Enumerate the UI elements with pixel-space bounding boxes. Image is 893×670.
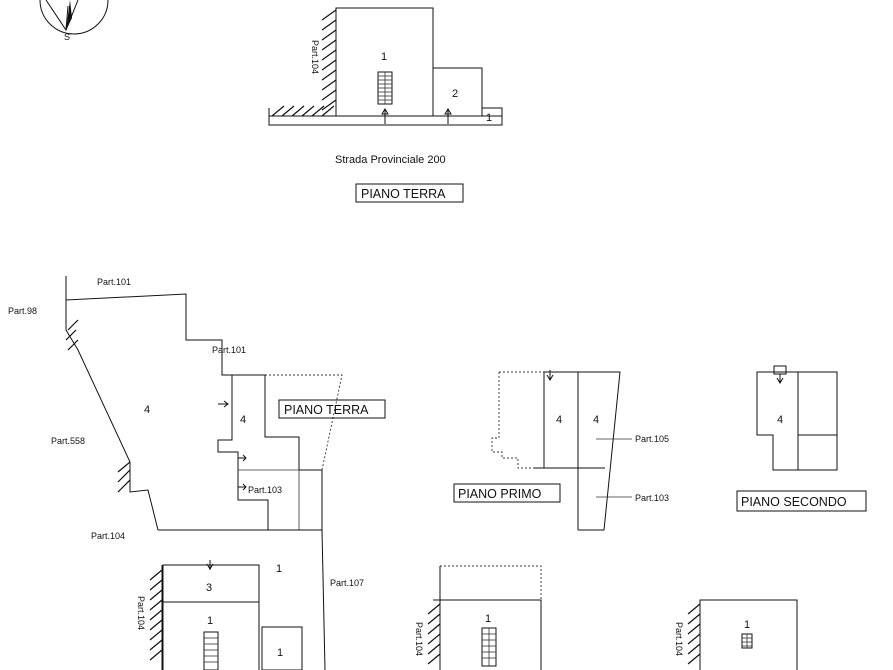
first-floor-box-label: PIANO PRIMO	[458, 487, 542, 501]
stairs-icon	[203, 631, 219, 670]
bottom-middle-unit-label: 1	[485, 613, 491, 625]
second-floor-box	[736, 490, 867, 512]
top-unit-1-label: 1	[381, 51, 387, 63]
compass-south-label: S	[64, 32, 70, 42]
second-floor-plan: 4 PIANO SECONDO	[736, 365, 867, 512]
second-unit-4-label: 4	[777, 414, 783, 426]
first-parcel-103-label: Part.103	[635, 493, 669, 503]
site-lower-hatch	[149, 565, 163, 670]
parcel-101-mid-label: Part.101	[212, 345, 246, 355]
bottom-right-plan: 1 Part.104	[674, 599, 798, 670]
first-parcel-105-label: Part.105	[635, 434, 669, 444]
top-floor-box	[355, 183, 464, 203]
top-unit-1b-label: 1	[486, 112, 492, 124]
site-unit-1c-label: 1	[277, 647, 283, 659]
second-floor-box-label: PIANO SECONDO	[741, 495, 847, 509]
site-unit-1b-label: 1	[207, 615, 213, 627]
bottom-right-hatch	[687, 603, 701, 665]
top-unit-2-label: 2	[452, 88, 458, 100]
parcel-107-label: Part.107	[330, 578, 364, 588]
entrance-arrow-icon	[381, 108, 452, 124]
bottom-right-parcel-label: Part.104	[674, 622, 684, 656]
site-unit-1-label: 1	[276, 563, 282, 575]
parcel-103-label: Part.103	[248, 485, 282, 495]
top-parcel-label: Part.104	[310, 40, 320, 74]
site-wall-hatch	[65, 319, 131, 493]
bottom-middle-plan: 1 Part.104	[414, 565, 542, 670]
parcel-101-top-label: Part.101	[97, 277, 131, 287]
stairs-icon	[741, 633, 753, 649]
top-plan-wall-hatch	[271, 8, 337, 117]
site-floor-box	[278, 399, 386, 419]
first-floor-plan: 4 4 Part.105 Part.103 PIANO PRIMO	[453, 370, 669, 531]
site-unit-4-label: 4	[144, 404, 150, 416]
site-plan: 4 4 1 3 1 1 Part.101 Part.98 Part.101 Pa…	[8, 276, 386, 670]
bottom-middle-hatch	[427, 603, 441, 665]
road-label: Strada Provinciale 200	[335, 154, 446, 166]
top-plan: 1 2 1 Part.104 Strada Provinciale 200 PI…	[268, 7, 503, 203]
stairs-icon	[481, 627, 497, 667]
parcel-104-label: Part.104	[91, 531, 125, 541]
first-floor-box	[453, 483, 561, 503]
compass-rose: S	[39, 0, 109, 42]
parcel-558-label: Part.558	[51, 436, 85, 446]
site-floor-box-label: PIANO TERRA	[284, 403, 369, 417]
first-unit-4-label: 4	[556, 414, 562, 426]
stairs-icon	[377, 71, 393, 105]
bottom-middle-parcel-label: Part.104	[414, 622, 424, 656]
top-floor-box-label: PIANO TERRA	[361, 187, 446, 201]
first-unit-4b-label: 4	[593, 414, 599, 426]
site-unit-4b-label: 4	[240, 414, 246, 426]
parcel-98-label: Part.98	[8, 306, 37, 316]
parcel-104-vert-label: Part.104	[136, 596, 146, 630]
bottom-right-unit-label: 1	[744, 619, 750, 631]
site-unit-3-label: 3	[206, 582, 212, 594]
